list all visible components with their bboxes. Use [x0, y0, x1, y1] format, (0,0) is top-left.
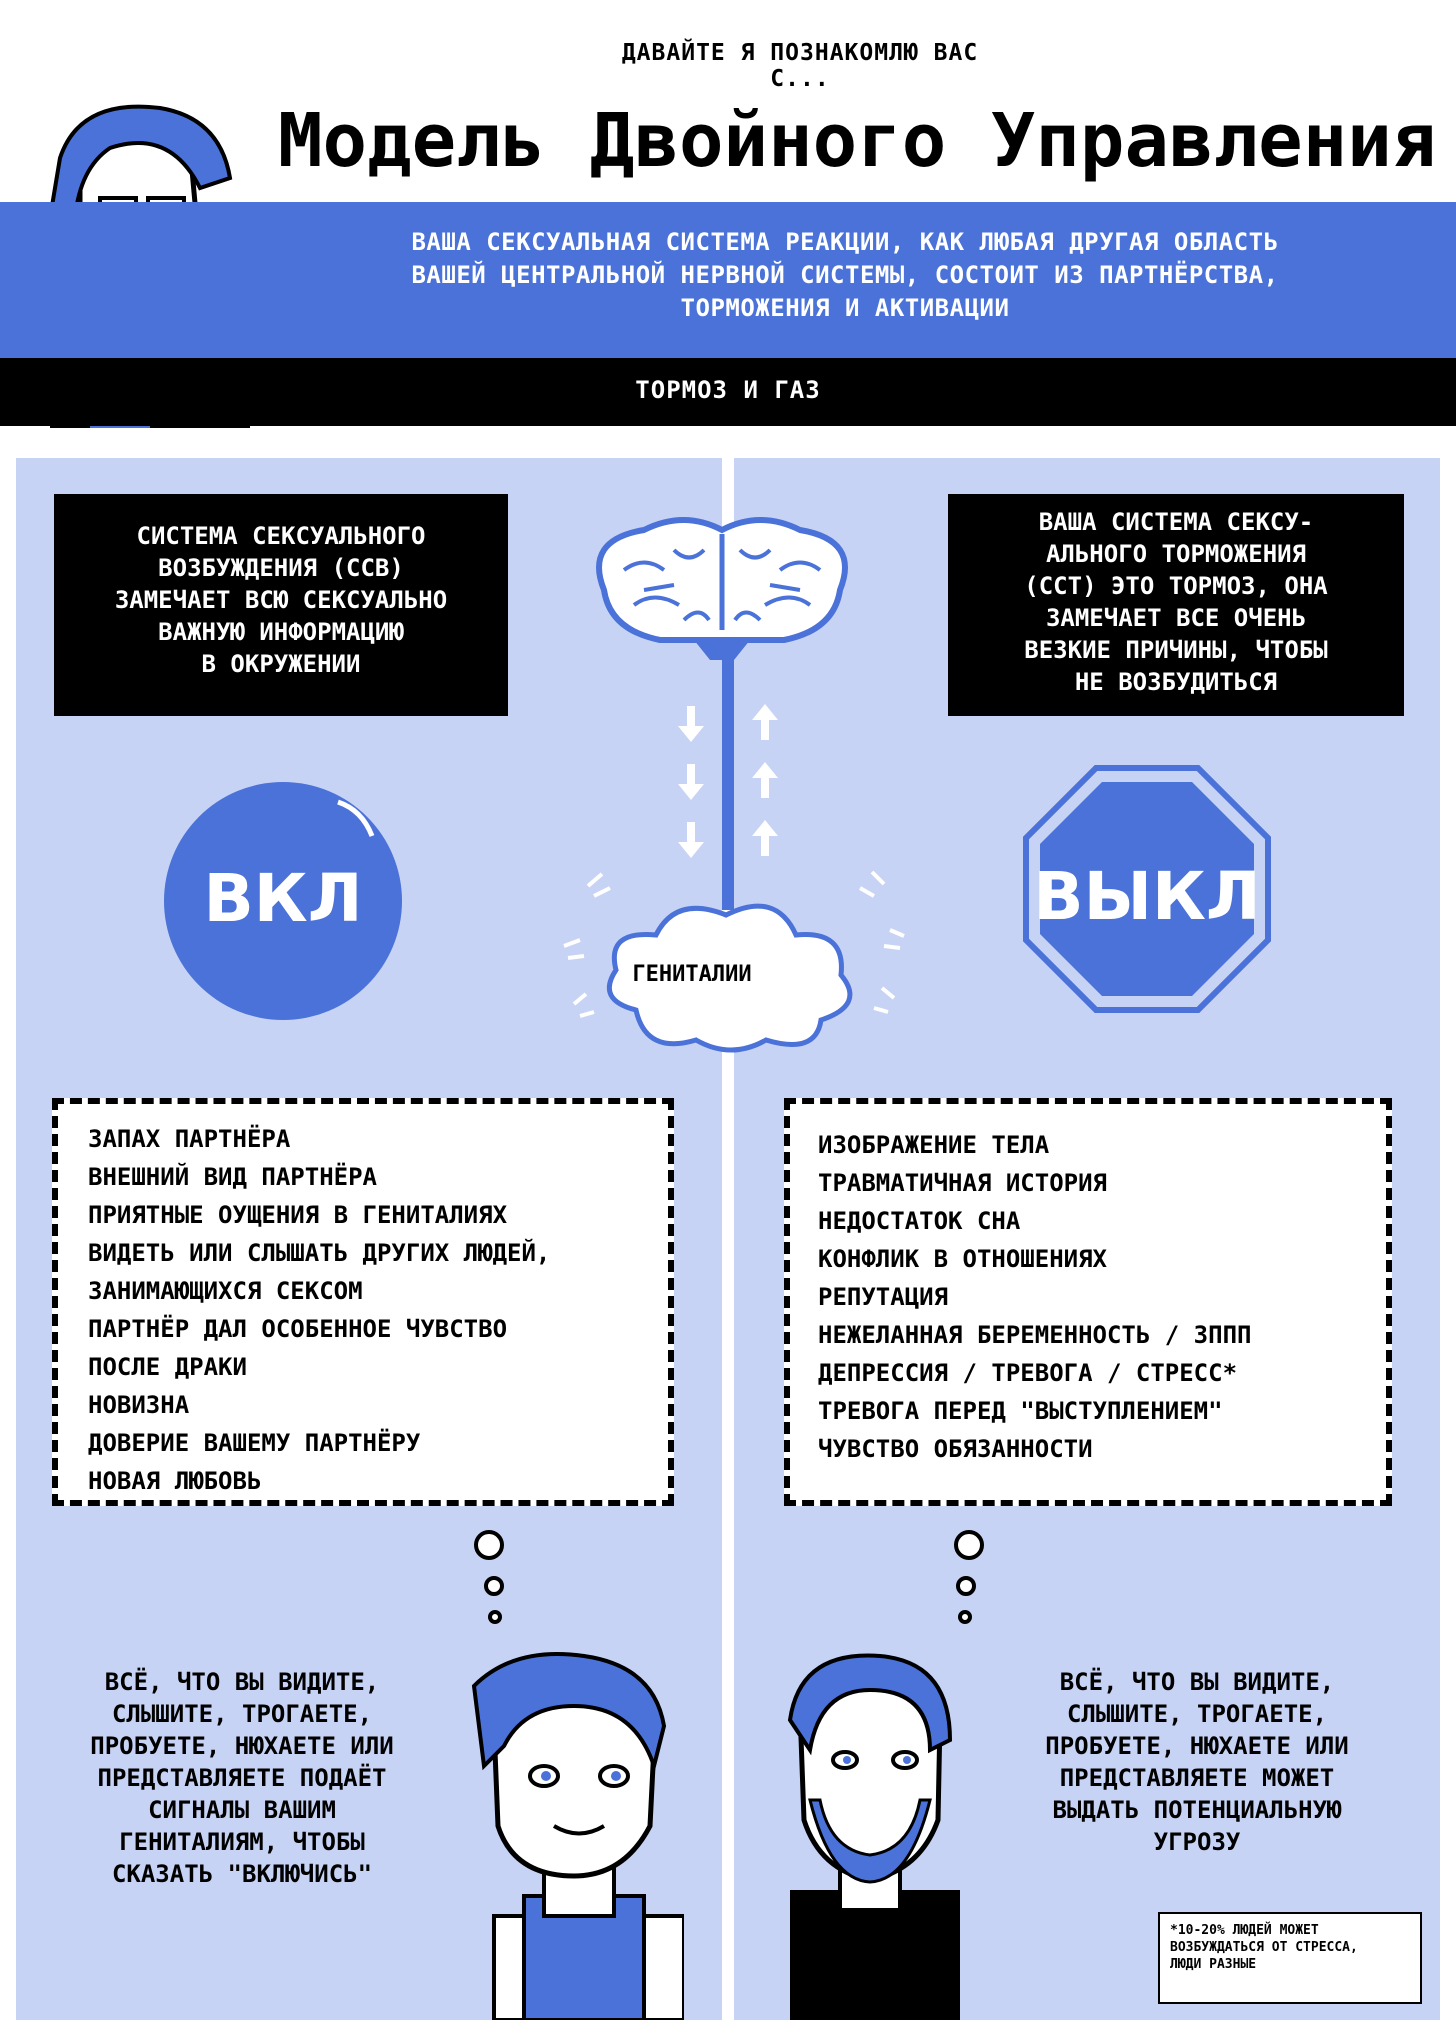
list-item: ПРИЯТНЫЕ ОУЩЕНИЯ В ГЕНИТАЛИЯХ [88, 1201, 508, 1229]
on-button-shine [337, 799, 375, 837]
woman-character-icon [471, 1652, 684, 2020]
ssv-description: СИСТЕМА СЕКСУАЛЬНОГО ВОЗБУЖДЕНИЯ (ССВ) З… [54, 494, 508, 716]
list-item: ПАРТНЁР ДАЛ ОСОБЕННОЕ ЧУВСТВО [88, 1315, 508, 1343]
off-button-label: ВЫКЛ [1033, 858, 1261, 935]
list-item: ВНЕШНИЙ ВИД ПАРТНЁРА [88, 1163, 377, 1191]
list-item: ДЕПРЕССИЯ / ТРЕВОГА / СТРЕСС* [818, 1359, 1238, 1387]
list-item: НЕДОСТАТОК СНА [818, 1207, 1021, 1235]
intro-description: ВАША СЕКСУАЛЬНАЯ СИСТЕМА РЕАКЦИИ, КАК ЛЮ… [411, 228, 1279, 322]
intro-text: ДАВАЙТЕ Я ПОЗНАКОМЛЮ ВАС С... [621, 40, 979, 92]
thought-bubble-icon [488, 1610, 502, 1624]
list-item: ВИДЕТЬ ИЛИ СЛЫШАТЬ ДРУГИХ ЛЮДЕЙ, [88, 1239, 551, 1267]
list-item: ТРАВМАТИЧНАЯ ИСТОРИЯ [818, 1169, 1107, 1197]
thought-bubble-icon [956, 1576, 976, 1596]
man-character-icon [787, 1653, 960, 2020]
sparkle-icon [563, 870, 905, 1018]
excitation-list-bubble [52, 1098, 674, 1506]
list-item: НЕЖЕЛАННАЯ БЕРЕМЕННОСТЬ / ЗППП [818, 1321, 1252, 1349]
cloud-icon [606, 903, 853, 1053]
intro-band [0, 202, 1456, 358]
brain-icon [596, 517, 848, 660]
list-item: КОНФЛИК В ОТНОШЕНИЯХ [818, 1245, 1107, 1273]
list-item: ДОВЕРИЕ ВАШЕМУ ПАРТНЁРУ [88, 1429, 421, 1457]
list-item: НОВИЗНА [88, 1391, 190, 1419]
list-item: ПОСЛЕ ДРАКИ [88, 1353, 247, 1381]
thought-bubble-icon [474, 1530, 504, 1560]
list-item: РЕПУТАЦИЯ [818, 1283, 949, 1311]
thought-bubble-icon [954, 1530, 984, 1560]
list-item: ТРЕВОГА ПЕРЕД "ВЫСТУПЛЕНИЕМ" [818, 1397, 1223, 1425]
inhibition-list-bubble [784, 1098, 1392, 1506]
inhibition-list: ИЗОБРАЖЕНИЕ ТЕЛА ТРАВМАТИЧНАЯ ИСТОРИЯ НЕ… [818, 1126, 1388, 1468]
excitation-list: ЗАПАХ ПАРТНЁРА ВНЕШНИЙ ВИД ПАРТНЁРА ПРИЯ… [88, 1120, 668, 1500]
excitation-quote: ВСЁ, ЧТО ВЫ ВИДИТЕ, СЛЫШИТЕ, ТРОГАЕТЕ, П… [90, 1668, 394, 1888]
list-item: ЗАПАХ ПАРТНЁРА [88, 1125, 291, 1153]
list-item: ЧУВСТВО ОБЯЗАННОСТИ [818, 1435, 1093, 1463]
thought-bubble-icon [484, 1576, 504, 1596]
arrow-up-icon [752, 704, 778, 856]
sst-description: ВАША СИСТЕМА СЕКСУ- АЛЬНОГО ТОРМОЖЕНИЯ (… [948, 494, 1404, 716]
list-item: НОВАЯ ЛЮБОВЬ [88, 1467, 262, 1495]
genitals-label: ГЕНИТАЛИИ [632, 962, 752, 987]
inhibition-quote: ВСЁ, ЧТО ВЫ ВИДИТЕ, СЛЫШИТЕ, ТРОГАЕТЕ, П… [1045, 1668, 1349, 1856]
on-button-label: ВКЛ [203, 860, 363, 937]
list-item: ЗАНИМАЮЩИХСЯ СЕКСОМ [88, 1277, 363, 1305]
section-title: ТОРМОЗ И ГАЗ [635, 376, 821, 404]
arrow-down-icon [678, 706, 704, 858]
section-band [0, 358, 1456, 426]
spinal-stem [722, 650, 734, 910]
list-item: ИЗОБРАЖЕНИЕ ТЕЛА [818, 1131, 1050, 1159]
stress-footnote: *10-20% ЛЮДЕЙ МОЖЕТ ВОЗБУЖДАТЬСЯ ОТ СТРЕ… [1158, 1912, 1422, 2004]
thought-bubble-icon [958, 1610, 972, 1624]
stop-sign-icon[interactable] [1022, 764, 1272, 1014]
page-title: Модель Двойного Управления [278, 98, 1437, 184]
